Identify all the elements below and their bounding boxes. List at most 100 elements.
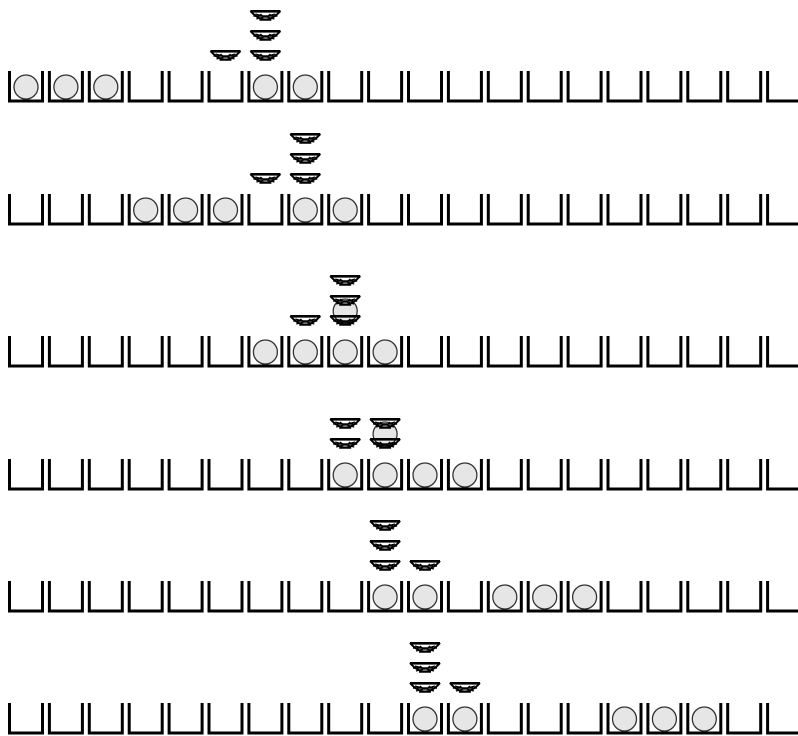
basket-icon bbox=[211, 50, 241, 60]
diagram-row bbox=[10, 642, 798, 733]
cell-cup bbox=[648, 194, 681, 224]
diagram-row bbox=[10, 133, 798, 224]
ball bbox=[413, 707, 437, 731]
cell-cup bbox=[209, 703, 242, 733]
basket-stack bbox=[410, 560, 440, 570]
basket-icon bbox=[410, 560, 440, 570]
cell-cup bbox=[289, 581, 322, 611]
basket-icon bbox=[290, 173, 320, 183]
cell-cup bbox=[488, 703, 521, 733]
diagram-row bbox=[10, 10, 798, 101]
cell-cup bbox=[10, 703, 43, 733]
cell-cup bbox=[49, 459, 82, 489]
cell-cup bbox=[249, 459, 282, 489]
cell-cup bbox=[329, 581, 362, 611]
cell-cup bbox=[329, 703, 362, 733]
ball bbox=[333, 340, 357, 364]
ball bbox=[373, 463, 397, 487]
diagram-row bbox=[10, 418, 798, 489]
cell-cup bbox=[768, 194, 798, 224]
diagram-row bbox=[10, 275, 798, 366]
cell-cup bbox=[648, 71, 681, 101]
cell-cup bbox=[488, 194, 521, 224]
cell-cup bbox=[568, 194, 601, 224]
ball bbox=[134, 198, 158, 222]
cell-cup bbox=[49, 336, 82, 366]
basket-icon bbox=[410, 662, 440, 672]
cell-cup bbox=[648, 459, 681, 489]
basket-icon bbox=[330, 275, 360, 285]
cell-cup bbox=[169, 581, 202, 611]
cell-cup bbox=[528, 336, 561, 366]
ball bbox=[413, 585, 437, 609]
cell-cup bbox=[209, 71, 242, 101]
cell-cup bbox=[169, 459, 202, 489]
cell-cup bbox=[528, 459, 561, 489]
cell-cup bbox=[289, 703, 322, 733]
cell-cup bbox=[728, 703, 761, 733]
ball bbox=[174, 198, 198, 222]
ball bbox=[613, 707, 637, 731]
cell-cup bbox=[768, 71, 798, 101]
basket-icon bbox=[250, 10, 280, 20]
cell-cup bbox=[688, 336, 721, 366]
cell-cup bbox=[129, 71, 162, 101]
cell-cup bbox=[568, 459, 601, 489]
cell-cup bbox=[249, 194, 282, 224]
basket-stack bbox=[450, 682, 480, 692]
cell-cup bbox=[10, 194, 43, 224]
cell-cup bbox=[528, 194, 561, 224]
cell-cup bbox=[289, 459, 322, 489]
cell-cup bbox=[488, 71, 521, 101]
cell-cup bbox=[129, 336, 162, 366]
cell-cup bbox=[688, 71, 721, 101]
basket-stack bbox=[410, 642, 440, 692]
ball bbox=[413, 463, 437, 487]
ball bbox=[533, 585, 557, 609]
cell-cup bbox=[528, 71, 561, 101]
cell-cup bbox=[369, 703, 402, 733]
cell-cup bbox=[209, 459, 242, 489]
ball bbox=[14, 75, 38, 99]
cell-cup bbox=[688, 459, 721, 489]
ball bbox=[214, 198, 238, 222]
cell-cup bbox=[409, 71, 442, 101]
cell-cup bbox=[728, 459, 761, 489]
ball bbox=[692, 707, 716, 731]
cell-cup bbox=[129, 459, 162, 489]
cell-cup bbox=[608, 459, 641, 489]
cell-cup bbox=[448, 71, 481, 101]
ball bbox=[54, 75, 78, 99]
cell-cup bbox=[169, 71, 202, 101]
basket-stack bbox=[211, 50, 241, 60]
cell-cup bbox=[89, 336, 122, 366]
ball bbox=[293, 198, 317, 222]
diagram-row bbox=[10, 520, 798, 611]
basket-icon bbox=[370, 540, 400, 550]
cell-cup bbox=[209, 581, 242, 611]
cell-cup bbox=[768, 581, 798, 611]
cell-cup bbox=[768, 703, 798, 733]
basket-stack bbox=[330, 418, 360, 448]
basket-stack bbox=[290, 315, 320, 325]
cell-cup bbox=[648, 581, 681, 611]
cell-cup bbox=[768, 459, 798, 489]
ball bbox=[253, 340, 277, 364]
ball bbox=[94, 75, 118, 99]
basket-icon bbox=[290, 153, 320, 163]
basket-stack bbox=[290, 133, 320, 183]
cell-cup bbox=[568, 336, 601, 366]
cell-cup bbox=[369, 71, 402, 101]
basket-icon bbox=[250, 30, 280, 40]
cell-cup bbox=[49, 194, 82, 224]
ball bbox=[253, 75, 277, 99]
cell-cup bbox=[728, 336, 761, 366]
ball bbox=[453, 707, 477, 731]
basket-icon bbox=[290, 133, 320, 143]
basket-icon bbox=[250, 50, 280, 60]
basket-icon bbox=[370, 560, 400, 570]
cell-cup bbox=[129, 581, 162, 611]
cell-cup bbox=[768, 336, 798, 366]
cell-cup bbox=[448, 581, 481, 611]
ball bbox=[373, 340, 397, 364]
